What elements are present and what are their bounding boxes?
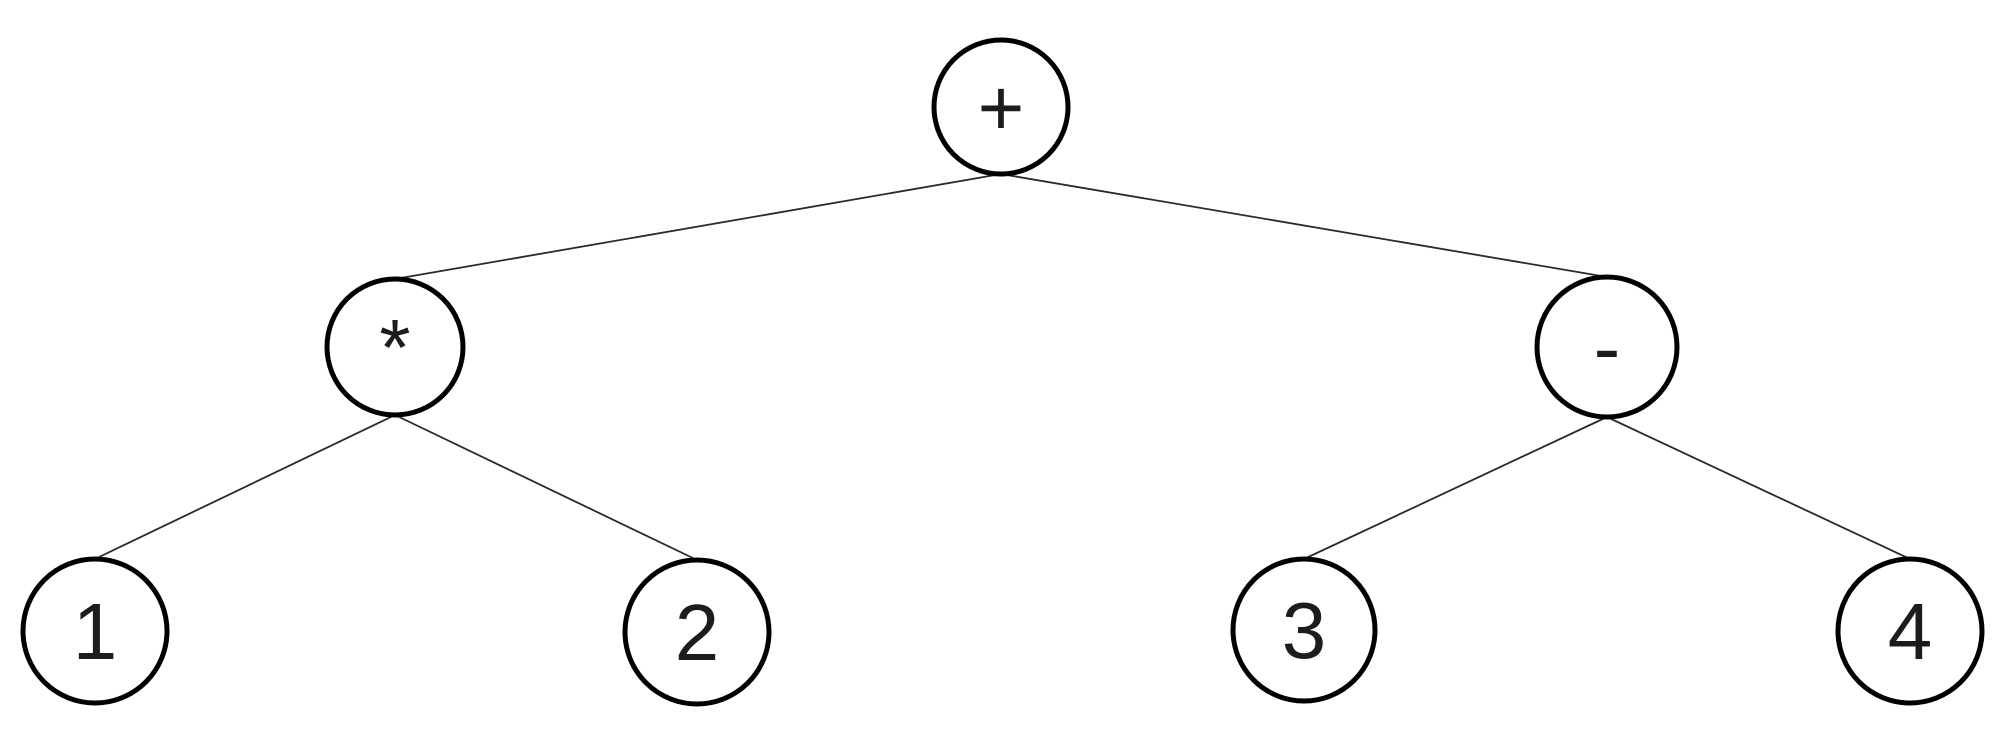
node-label-times: * (379, 303, 410, 392)
node-label-plus: + (978, 63, 1025, 152)
tree-edges (94, 173, 1911, 561)
node-leaf-1: 1 (20, 556, 170, 706)
node-circle-times (324, 276, 466, 418)
node-label-leaf-3: 3 (1282, 586, 1327, 675)
node-circle-leaf-2 (622, 557, 772, 707)
node-label-minus: - (1594, 303, 1621, 392)
node-circle-leaf-3 (1230, 556, 1378, 704)
edge-minus-leaf-3 (1303, 416, 1608, 560)
edge-times-leaf-1 (94, 414, 396, 560)
edge-minus-leaf-4 (1606, 416, 1911, 560)
tree-nodes: + * - 1 2 3 4 (20, 37, 1985, 707)
node-label-leaf-1: 1 (73, 587, 118, 676)
node-leaf-4: 4 (1835, 556, 1985, 706)
node-label-leaf-4: 4 (1888, 587, 1933, 676)
node-circle-plus (931, 37, 1071, 177)
node-circle-leaf-4 (1835, 556, 1985, 706)
node-minus: - (1534, 274, 1680, 420)
edge-plus-times (394, 173, 1002, 280)
node-times: * (324, 276, 466, 418)
edge-times-leaf-2 (394, 414, 698, 561)
node-circle-minus (1534, 274, 1680, 420)
node-circle-leaf-1 (20, 556, 170, 706)
node-label-leaf-2: 2 (675, 588, 720, 677)
node-leaf-3: 3 (1230, 556, 1378, 704)
node-leaf-2: 2 (622, 557, 772, 707)
edge-plus-minus (1000, 173, 1608, 278)
node-plus: + (931, 37, 1071, 177)
